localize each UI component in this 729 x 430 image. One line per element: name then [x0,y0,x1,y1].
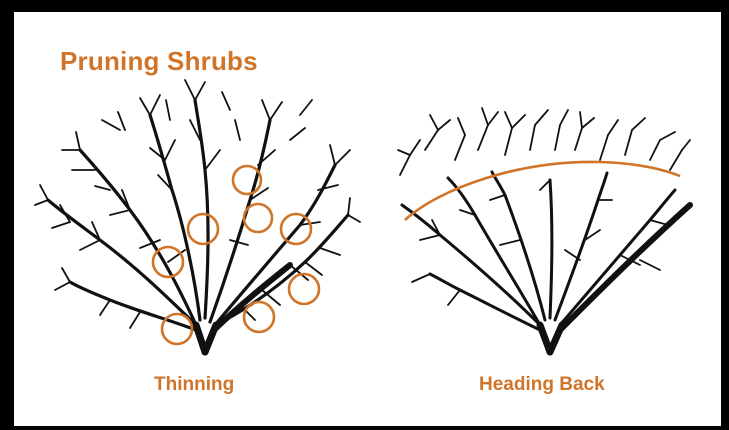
caption-thinning: Thinning [154,374,234,396]
caption-heading-back: Heading Back [479,374,605,396]
shrub-thinning [35,80,360,352]
cut-marker [188,214,218,244]
cut-marker [244,302,274,332]
cut-marker [162,314,192,344]
cut-marker [244,204,272,232]
cut-marker [289,274,319,304]
heading-cut-line [405,162,680,220]
heading-heavy-branch [560,205,690,330]
shrub-heading-back [398,108,690,352]
